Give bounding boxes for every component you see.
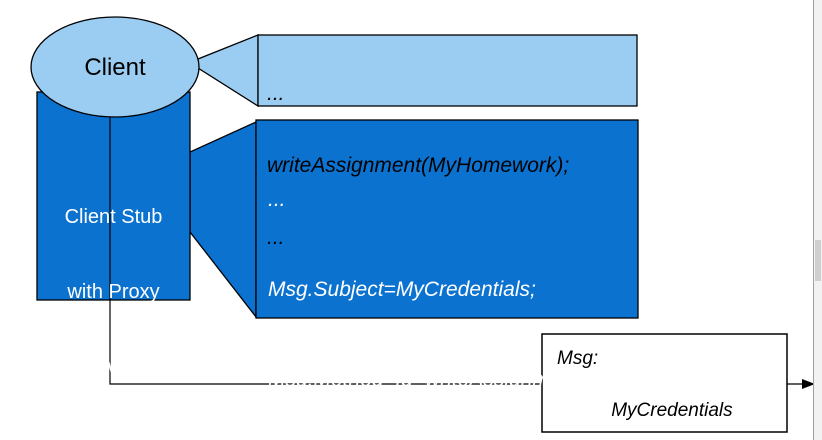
message-lines: MyCredentials writeAssignment_Id MyHomew… [611, 346, 777, 440]
client-stub-label-line: (here without [55, 356, 172, 378]
stub-code-text: ... Msg.Subject=MyCredentials; Msg.Metho… [268, 125, 614, 440]
stub-code-box [255, 119, 639, 319]
client-stub-box [36, 91, 191, 301]
client-stub-label-line: PEP and PDP) [37, 430, 190, 440]
message-label: Msg: [557, 348, 599, 369]
arrowhead-icon [802, 379, 815, 389]
client-code-callout-wedge [197, 34, 259, 108]
stub-code-line: Msg.Subject=MyCredentials; [268, 278, 536, 301]
stub-code-callout-wedge [189, 120, 257, 319]
client-code-line: writeAssignment(MyHomework); [267, 154, 570, 177]
scrollbar-thumb[interactable] [815, 240, 821, 281]
client-stub-label-line: with Proxy [67, 281, 160, 303]
client-code-text: ... writeAssignment(MyHomework); ... [267, 34, 569, 298]
message-line: MyCredentials [611, 400, 733, 421]
client-code-box [257, 34, 638, 107]
stub-code-line: Msg.Method_Id=writeAssignment_Id; [268, 368, 615, 391]
stub-code-line: ... [268, 188, 286, 211]
client-stub-label-line: Client Stub [64, 206, 163, 228]
client-code-line: ... [267, 82, 285, 105]
client-ellipse [30, 16, 200, 118]
client-label: Client [84, 54, 146, 81]
message-text: Msg: MyCredentials writeAssignment_Id My… [557, 346, 777, 440]
client-stub-label: Client Stub with Proxy (here without PEP… [37, 155, 190, 440]
scrollbar-track[interactable] [814, 0, 822, 440]
message-box [541, 333, 788, 433]
client-code-line: ... [267, 226, 285, 249]
